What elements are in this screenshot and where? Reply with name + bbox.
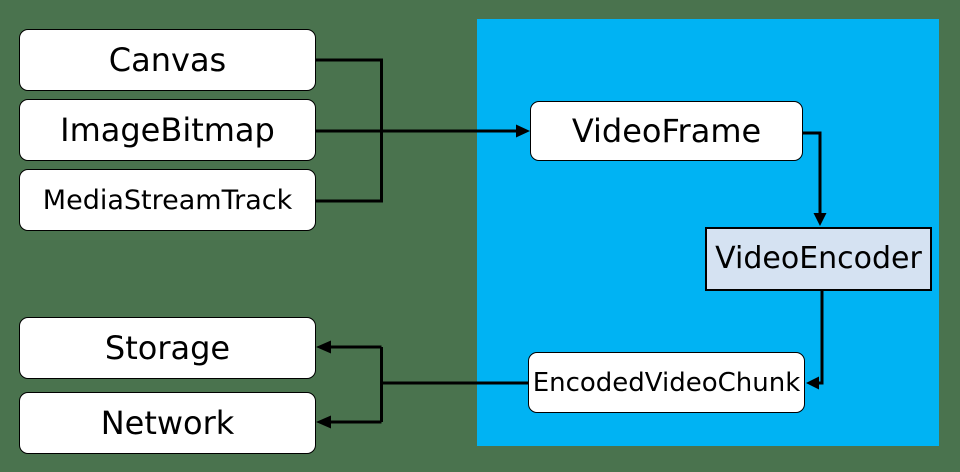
- arrowhead-into-network: [316, 415, 331, 429]
- node-encodedvideochunk-label: EncodedVideoChunk: [532, 367, 801, 398]
- node-storage: Storage: [19, 317, 316, 379]
- arrowhead-into-storage: [316, 340, 331, 354]
- node-videoencoder: VideoEncoder: [705, 227, 932, 291]
- node-storage-label: Storage: [104, 329, 231, 367]
- node-canvas-label: Canvas: [108, 41, 227, 79]
- node-imagebitmap: ImageBitmap: [19, 99, 316, 161]
- node-canvas: Canvas: [19, 29, 316, 91]
- node-imagebitmap-label: ImageBitmap: [60, 111, 275, 149]
- node-network: Network: [19, 392, 316, 454]
- node-mediastreamtrack-label: MediaStreamTrack: [42, 184, 293, 216]
- node-encodedvideochunk: EncodedVideoChunk: [528, 352, 805, 413]
- node-mediastreamtrack: MediaStreamTrack: [19, 169, 316, 231]
- node-network-label: Network: [100, 404, 235, 442]
- node-videoframe: VideoFrame: [530, 101, 803, 161]
- node-videoencoder-label: VideoEncoder: [715, 241, 922, 276]
- node-videoframe-label: VideoFrame: [571, 112, 762, 150]
- edge-sources-bus: [316, 58, 383, 203]
